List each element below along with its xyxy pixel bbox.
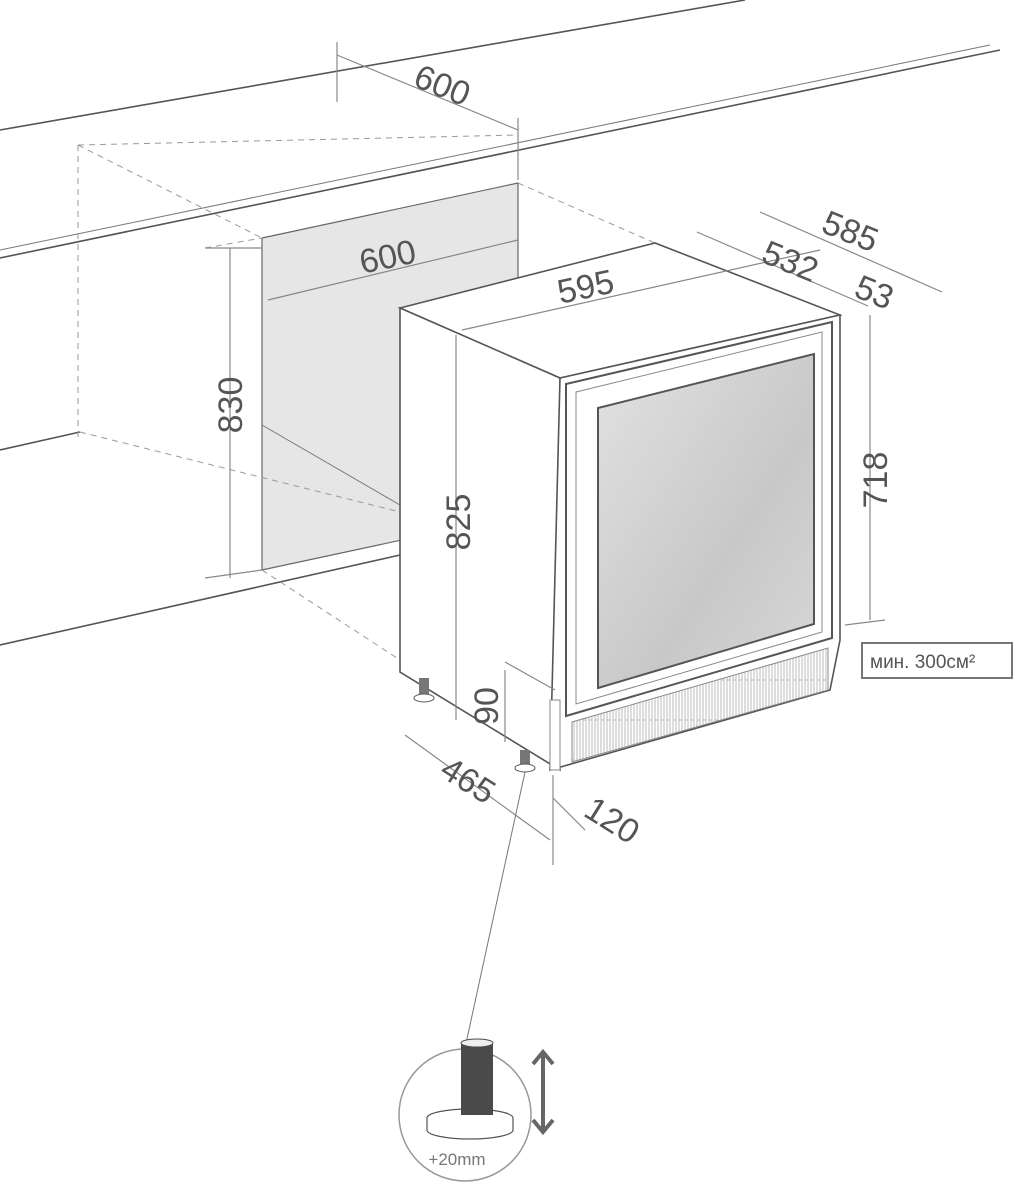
ventilation-note: мин. 300см² xyxy=(861,642,1013,679)
ventilation-note-text: мин. 300см² xyxy=(870,652,975,673)
dimension-lines xyxy=(204,42,943,1049)
foot-detail: +20mm xyxy=(398,1038,555,1182)
dim-unit-height: 825 xyxy=(440,494,478,551)
dim-unit-depth-total: 585 xyxy=(817,204,884,260)
adjustable-foot-rear xyxy=(413,678,435,703)
up-down-arrow-icon xyxy=(531,1048,555,1136)
foot-spindle-icon xyxy=(461,1043,493,1115)
wine-cooler xyxy=(397,242,843,773)
dim-niche-depth: 600 xyxy=(409,58,476,114)
countertop xyxy=(0,0,1001,646)
foot-adjustment-label: +20mm xyxy=(428,1150,485,1169)
dim-door-height: 718 xyxy=(857,452,895,509)
door-glass xyxy=(597,352,815,690)
dim-door-depth: 53 xyxy=(849,268,898,317)
dim-unit-depth-body: 532 xyxy=(757,234,824,290)
dim-niche-height: 830 xyxy=(212,377,250,434)
dim-feet-depth: 465 xyxy=(434,750,502,812)
dim-plinth-setback: 120 xyxy=(578,790,646,852)
dim-plinth-height: 90 xyxy=(468,687,506,725)
ventilation-grille xyxy=(571,647,829,763)
